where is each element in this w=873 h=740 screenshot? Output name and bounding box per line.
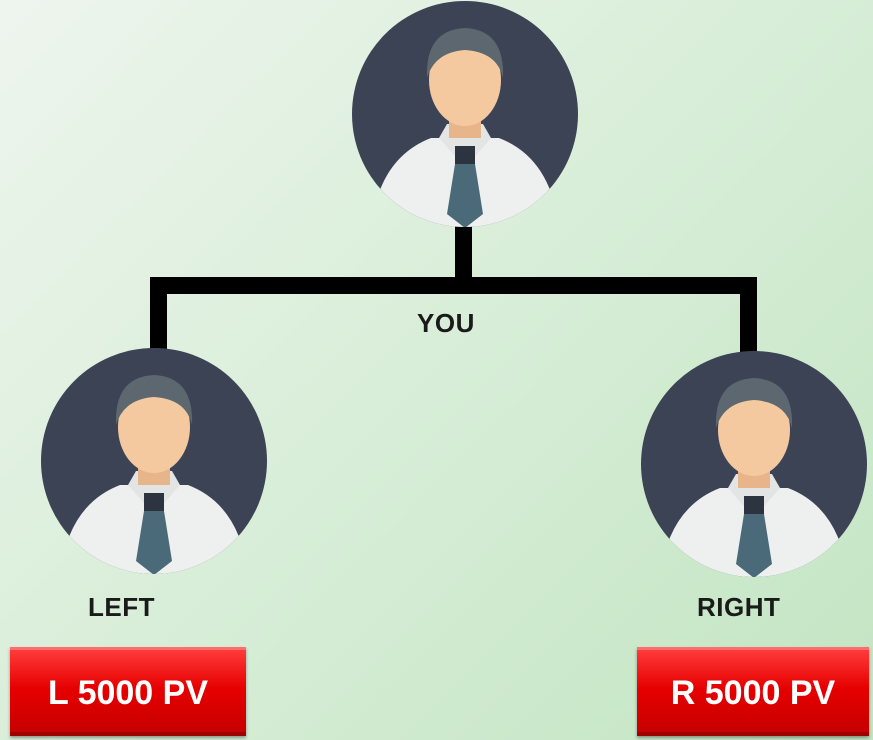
left-avatar (41, 348, 267, 574)
right-label: RIGHT (697, 592, 781, 622)
connector-right-drop (740, 277, 757, 357)
left-pv-badge: L 5000 PV (10, 647, 246, 736)
connector-horizontal (150, 277, 757, 294)
right-pv-badge: R 5000 PV (637, 647, 869, 736)
left-label: LEFT (88, 592, 155, 622)
connector-stem (455, 218, 472, 278)
you-label: YOU (417, 308, 475, 338)
right-avatar (641, 351, 867, 577)
connector-left-drop (150, 277, 167, 352)
you-avatar (352, 1, 578, 227)
